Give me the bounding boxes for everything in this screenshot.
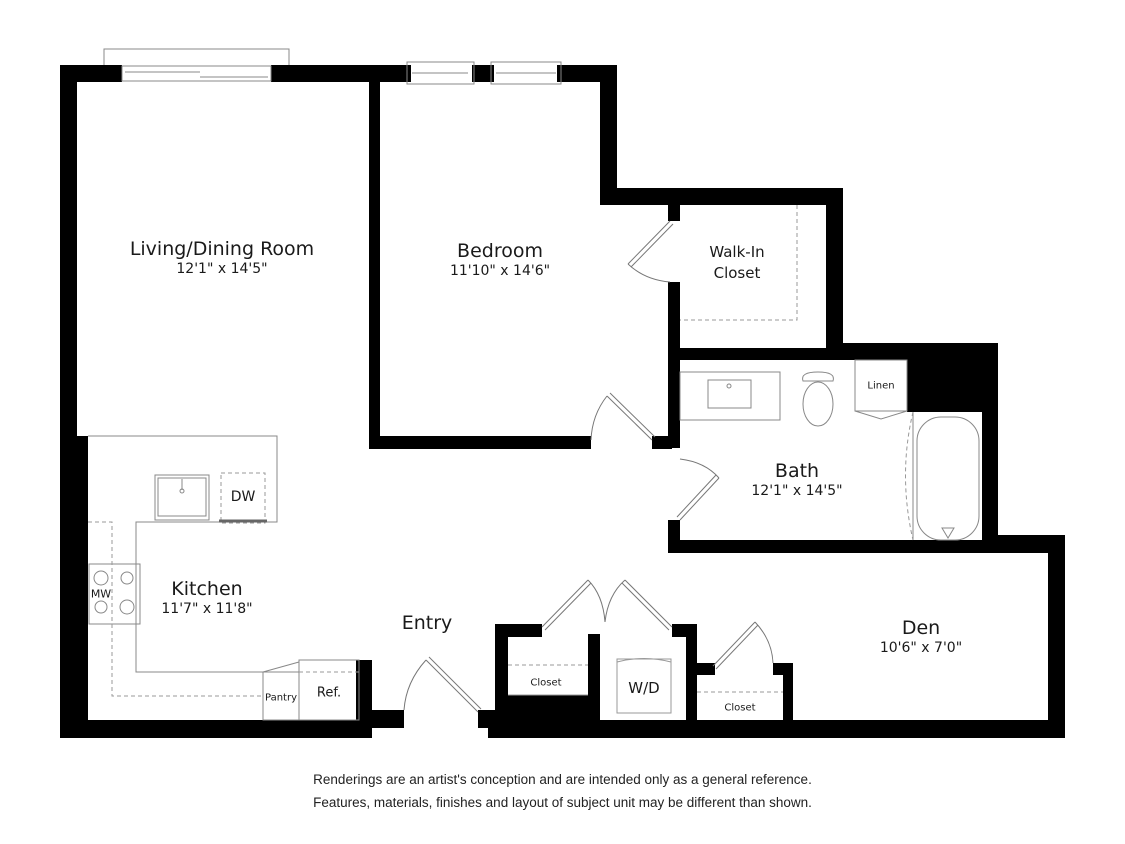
room-walk-in-closet: Walk-In Closet: [709, 242, 764, 284]
room-name: Bath: [774, 460, 820, 482]
disclaimer-line-1: Renderings are an artist's conception an…: [313, 772, 812, 787]
room-kitchen: Kitchen 11'7" x 11'8": [161, 578, 252, 618]
closet-left-label: Closet: [530, 677, 562, 689]
closet-shelves: [508, 658, 783, 714]
room-name: Living/Dining Room: [129, 238, 315, 260]
room-bath: Bath 12'1" x 14'5": [751, 460, 842, 500]
bath-fixtures: [679, 359, 980, 541]
room-den: Den 10'6" x 7'0": [880, 617, 962, 657]
refrigerator-label: Ref.: [316, 685, 342, 701]
kitchen-dashed: [88, 472, 359, 697]
room-name: Kitchen: [171, 578, 243, 600]
room-name: Den: [901, 617, 941, 639]
dishwasher-label: DW: [230, 489, 256, 505]
kitchen-counters: [88, 435, 360, 721]
room-entry: Entry: [402, 612, 453, 634]
closet-right-label: Closet: [724, 702, 756, 714]
pantry-label: Pantry: [265, 692, 297, 704]
shower-curtain: [905, 411, 914, 541]
walls: [60, 65, 1065, 738]
washer-dryer-label: W/D: [628, 679, 660, 697]
walkin-line1: Walk-In: [709, 243, 765, 261]
doors: [403, 220, 774, 713]
walkin-shelf: [680, 205, 798, 321]
room-living-dining: Living/Dining Room 12'1" x 14'5": [130, 238, 314, 278]
room-dimensions: 12'1" x 14'5": [176, 261, 268, 277]
room-dimensions: 11'10" x 14'6": [449, 263, 551, 279]
room-bedroom: Bedroom 11'10" x 14'6": [450, 240, 550, 280]
microwave-label: MW: [90, 587, 112, 601]
walkin-line2: Closet: [713, 264, 761, 282]
windows: [103, 48, 562, 85]
disclaimer-line-2: Features, materials, finishes and layout…: [313, 795, 812, 810]
room-dimensions: 12'1" x 14'5": [751, 483, 843, 499]
room-name: Bedroom: [457, 240, 543, 262]
linen-label: Linen: [867, 380, 895, 392]
room-dimensions: 11'7" x 11'8": [161, 601, 253, 617]
disclaimer: Renderings are an artist's conception an…: [0, 768, 1125, 814]
room-name: Entry: [401, 612, 453, 634]
room-dimensions: 10'6" x 7'0": [879, 640, 963, 656]
